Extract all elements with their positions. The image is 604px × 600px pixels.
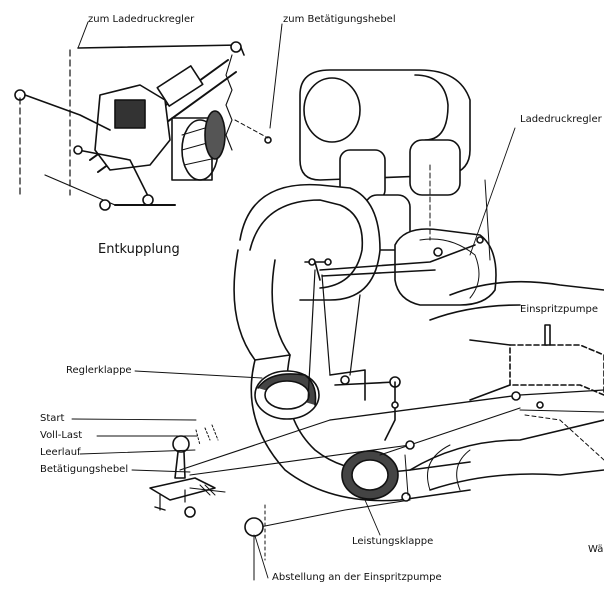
entkupplung-detail [14, 21, 283, 211]
control-lever-assembly [149, 424, 266, 581]
label-zum-ladedruckregler: zum Ladedruckregler [88, 14, 195, 25]
label-entkupplung: Entkupplung [98, 242, 180, 257]
linkage-rods [179, 236, 604, 529]
label-leistungsklappe: Leistungsklappe [352, 536, 434, 547]
label-start: Start [40, 413, 65, 424]
label-einspritzpumpe: Einspritzpumpe [520, 304, 598, 315]
turbocharger-assembly [233, 69, 604, 502]
label-betaetigungshebel: Betätigungshebel [40, 464, 129, 475]
label-abstellung: Abstellung an der Einspritzpumpe [272, 572, 442, 583]
label-zum-betaetigungshebel: zum Betätigungshebel [283, 14, 396, 25]
label-voll-last: Voll-Last [40, 430, 83, 441]
label-ladedruckregler: Ladedruckregler [520, 114, 602, 125]
label-wa-cut: Wä [588, 544, 604, 555]
leader-lines [71, 127, 516, 579]
label-leerlauf: Leerlauf [40, 447, 81, 458]
label-reglerklappe: Reglerklappe [66, 365, 132, 376]
